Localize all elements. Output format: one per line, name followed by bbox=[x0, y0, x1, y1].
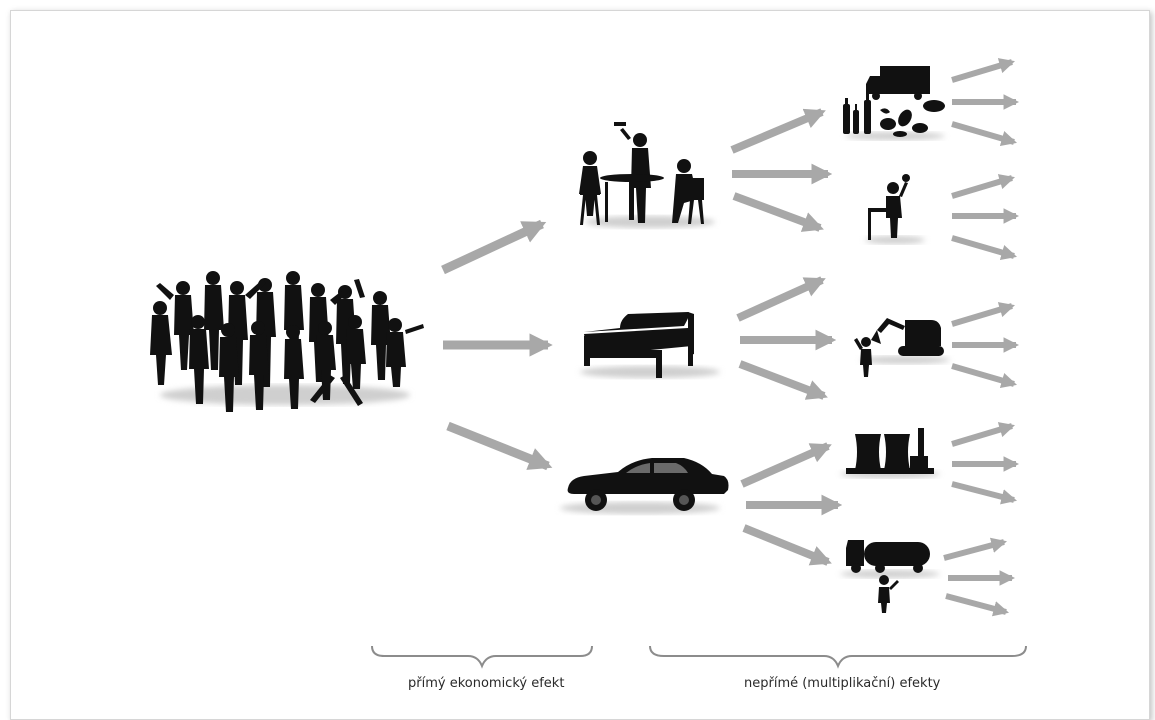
arrow-tertiary bbox=[951, 363, 1017, 389]
arrow-tertiary bbox=[951, 481, 1018, 505]
tertiary-arrows bbox=[943, 58, 1020, 617]
indirect-effects-brace bbox=[649, 645, 1027, 669]
arrow-tertiary bbox=[951, 302, 1015, 327]
primary-arrows bbox=[441, 219, 553, 471]
arrow-tertiary bbox=[945, 593, 1010, 617]
arrow-tertiary bbox=[943, 537, 1008, 561]
arrow-secondary bbox=[736, 276, 826, 322]
arrow-secondary bbox=[738, 360, 828, 400]
arrow-tertiary bbox=[951, 422, 1015, 447]
arrow-tertiary bbox=[951, 235, 1017, 261]
direct-effect-label: přímý ekonomický efekt bbox=[408, 676, 565, 691]
taxi-car-icon bbox=[560, 458, 729, 514]
arrow-tertiary bbox=[951, 121, 1017, 147]
arrow-secondary bbox=[740, 442, 832, 488]
secondary-arrows bbox=[730, 108, 843, 566]
bed-icon bbox=[580, 312, 720, 378]
tanker-truck-worker-icon bbox=[840, 540, 940, 613]
indirect-effects-label: nepřímé (multiplikační) efekty bbox=[744, 676, 941, 691]
arrow-tertiary bbox=[951, 58, 1015, 83]
arrow-secondary bbox=[730, 108, 826, 154]
excavator-worker-icon bbox=[854, 318, 950, 377]
crowd-icon bbox=[150, 271, 424, 412]
arrow-tertiary bbox=[951, 174, 1015, 199]
arrow-to-transport bbox=[446, 421, 553, 471]
food-supply-truck-icon bbox=[843, 66, 945, 140]
arrow-secondary bbox=[732, 192, 824, 232]
arrow-to-restaurant bbox=[441, 219, 547, 275]
restaurant-diners-icon bbox=[579, 122, 715, 228]
direct-effect-brace bbox=[371, 645, 593, 669]
waiter-worker-icon bbox=[865, 174, 925, 244]
power-plant-icon bbox=[840, 428, 940, 478]
arrow-secondary bbox=[742, 524, 832, 566]
